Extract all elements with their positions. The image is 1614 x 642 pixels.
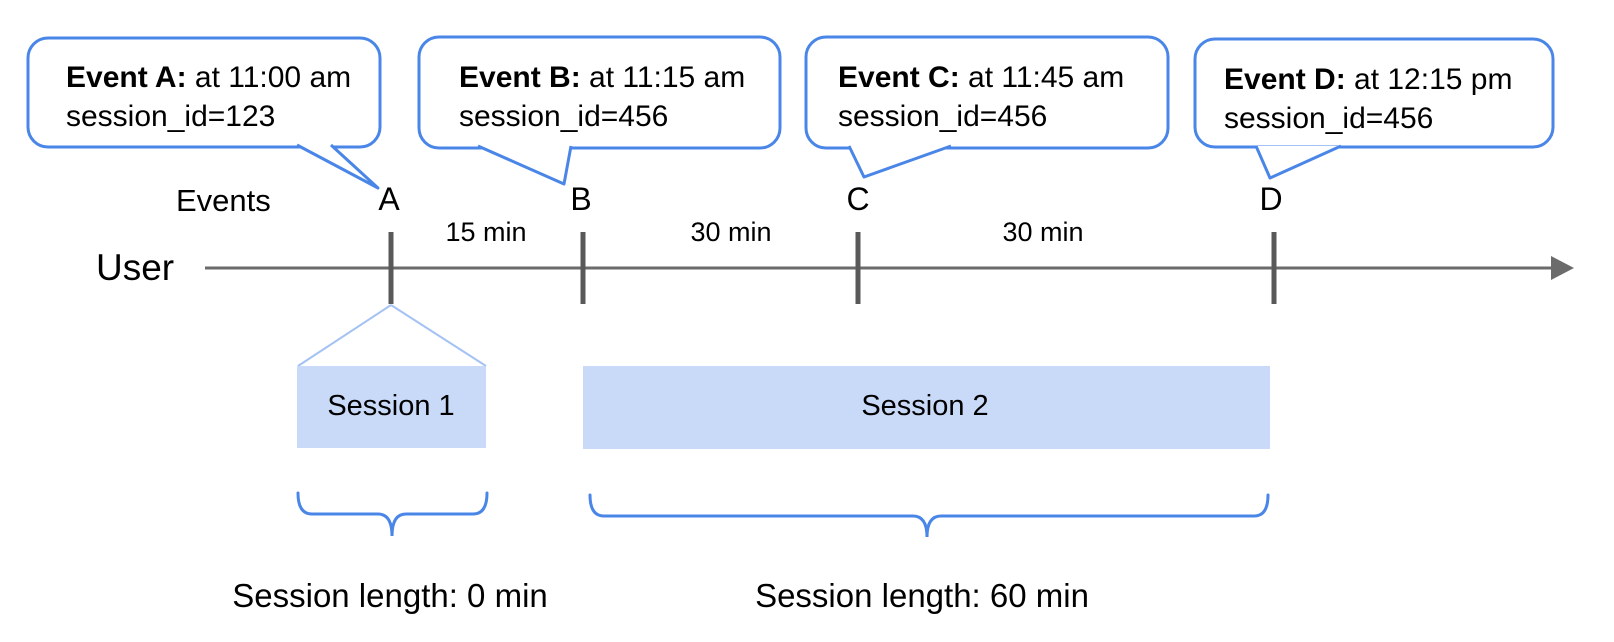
event-c-letter: C	[846, 181, 870, 217]
session1-length-label: Session length: 0 min	[232, 577, 548, 614]
event-d-bubble	[1193, 37, 1555, 149]
event-c-session-id: session_id=456	[838, 100, 1048, 133]
events-row-label: Events	[176, 183, 271, 218]
event-b-session-id: session_id=456	[459, 100, 669, 133]
timeline-arrowhead-icon	[1551, 256, 1574, 280]
session2-name: Session 2	[861, 390, 989, 422]
event-d-bubble-tail	[1254, 144, 1342, 180]
event-c-label: Event C:	[838, 61, 960, 94]
event-d-time: at 12:15 pm	[1345, 63, 1513, 96]
session2-brace	[588, 493, 1270, 538]
interval-b-c-label: 30 min	[690, 217, 772, 247]
event-a-bubble-text: Event A: at 11:00 am session_id=123	[66, 58, 351, 136]
event-d-session-id: session_id=456	[1224, 102, 1434, 135]
event-d-bubble-text: Event D: at 12:15 pm session_id=456	[1224, 60, 1512, 138]
event-a-letter: A	[378, 181, 400, 217]
event-d-label: Event D:	[1224, 63, 1346, 96]
event-a-bubble-tail	[296, 143, 380, 190]
event-c-bubble-text: Event C: at 11:45 am session_id=456	[838, 58, 1124, 136]
event-c-time: at 11:45 am	[959, 61, 1125, 94]
session1-brace	[296, 491, 489, 537]
session1-box	[297, 366, 486, 448]
event-b-bubble-text: Event B: at 11:15 am session_id=456	[459, 58, 745, 136]
session2-length-label: Session length: 60 min	[755, 577, 1089, 614]
event-a-label: Event A:	[66, 61, 187, 94]
event-a-bubble	[26, 36, 382, 149]
interval-c-d-label: 30 min	[1002, 217, 1084, 247]
event-d-letter: D	[1259, 181, 1283, 217]
event-c-bubble-tail	[847, 144, 952, 179]
interval-a-b-label: 15 min	[445, 217, 527, 247]
event-b-label: Event B:	[459, 61, 581, 94]
session1-funnel-right-line	[390, 304, 487, 367]
event-b-letter: B	[570, 181, 592, 217]
session1-name: Session 1	[327, 390, 455, 422]
event-a-time: at 11:00 am	[186, 61, 352, 94]
event-b-bubble-tail	[477, 144, 573, 186]
event-c-bubble	[804, 35, 1170, 150]
session2-box	[583, 366, 1270, 449]
user-row-label: User	[96, 247, 175, 288]
event-b-time: at 11:15 am	[580, 61, 746, 94]
event-b-bubble	[417, 35, 782, 150]
session1-funnel-left-line	[297, 304, 392, 367]
event-a-session-id: session_id=123	[66, 100, 276, 133]
